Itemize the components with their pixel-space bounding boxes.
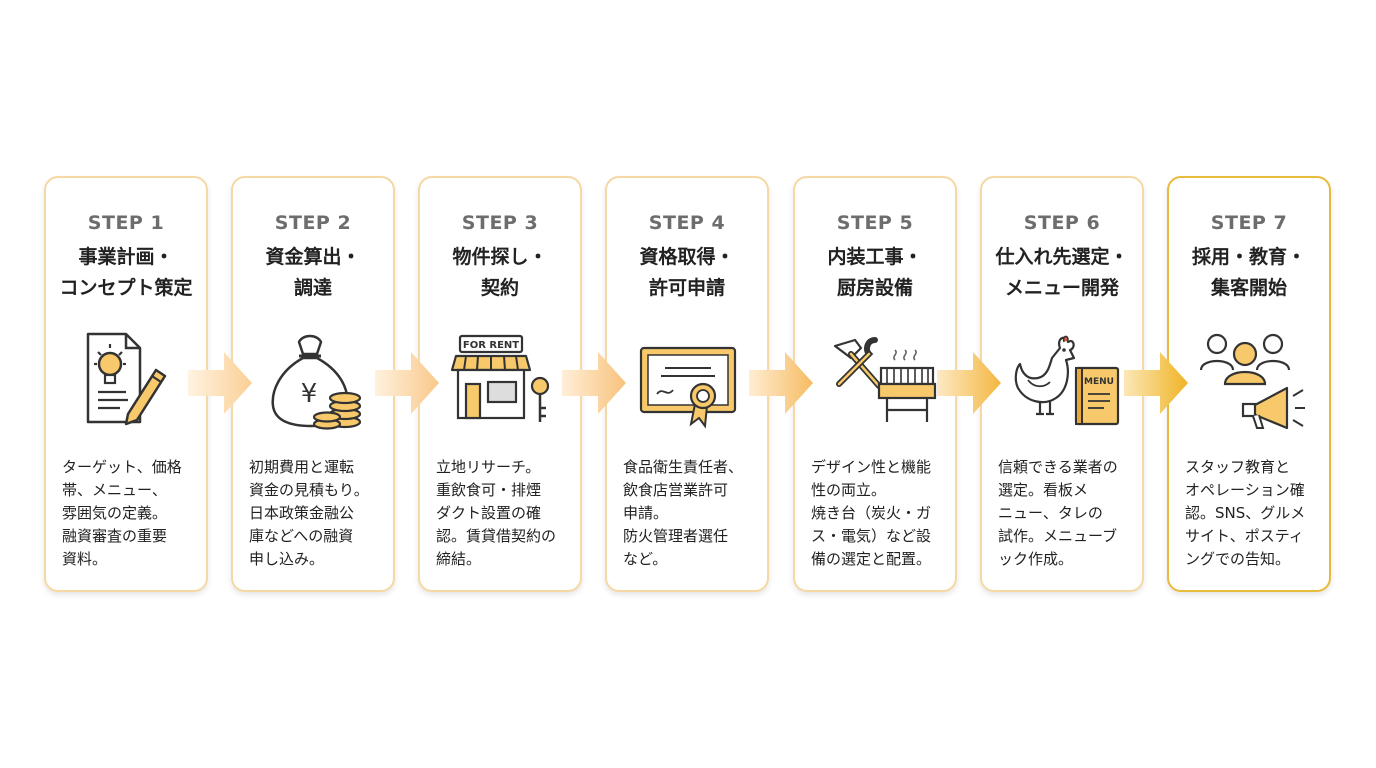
step-label: STEP 5 [836,212,914,234]
tools-grill-icon [833,337,937,422]
step-description: 初期費用と運転 資金の見積もり。 日本政策金融公 庫などへの融資 申し込み。 [249,458,369,568]
flow-arrow-3 [562,352,626,414]
step-description: 信頼できる業者の 選定。看板メ ニュー、タレの 試作。メニューブ ック作成。 [998,458,1118,568]
step-card-7: STEP 7 採用・教育・ 集客開始 スタッフ教育と オペレーション確 認。SN… [1167,176,1331,592]
for-rent-sign: FOR RENT [463,340,519,351]
flow-arrow-5 [937,352,1001,414]
step-card-5: STEP 5 内装工事・ 厨房設備 デザイン性と機能 性の両立。 焼き台（炭火・… [793,176,957,592]
step-label: STEP 7 [1210,212,1288,234]
flow-arrow-4 [749,352,813,414]
step-description: ターゲット、価格 帯、メニュー、 雰囲気の定義。 融資審査の重要 資料。 [62,458,182,568]
money-bag-icon: ¥ [271,334,362,430]
step-card-2: STEP 2 資金算出・ 調達 ¥ 初期費用と運転 資金の見積もり。 日本政策金… [231,176,395,592]
menu-book-label: MENU [1084,377,1114,387]
step-description: デザイン性と機能 性の両立。 焼き台（炭火・ガ ス・電気）など設 備の選定と配置… [811,458,932,568]
step-title: 仕入れ先選定・ メニュー開発 [995,246,1129,299]
step-card-3: STEP 3 物件探し・ 契約 FOR RENT 立地リサーチ。 重飲食可・排煙… [418,176,582,592]
step-description: 食品衛生責任者、 飲食店営業許可 申請。 防火管理者選任 など。 [623,458,744,568]
step-label: STEP 4 [648,212,726,234]
svg-text:¥: ¥ [301,379,318,409]
step-title: 事業計画・ コンセプト策定 [59,246,193,299]
flow-arrow-2 [375,352,439,414]
step-title: 採用・教育・ 集客開始 [1191,246,1306,299]
step-card-6: STEP 6 仕入れ先選定・ メニュー開発 MENU 信頼できる業者の 選定。看… [980,176,1144,592]
certificate-icon [639,346,737,429]
team-megaphone-icon [1199,333,1305,430]
step-label: STEP 6 [1023,212,1101,234]
step-title: 内装工事・ 厨房設備 [827,246,923,299]
step-description: 立地リサーチ。 重飲食可・排煙 ダクト設置の確 認。賃貸借契約の 締結。 [436,458,557,568]
store-for-rent-icon: FOR RENT [450,334,550,422]
step-title: 物件探し・ 契約 [452,246,548,299]
step-card-1: STEP 1 事業計画・ コンセプト策定 ターゲット、価格 帯、メニュー、 雰囲… [44,176,208,592]
step-title: 資格取得・ 許可申請 [639,246,735,299]
step-label: STEP 3 [461,212,539,234]
step-card-4: STEP 4 資格取得・ 許可申請 食品衛生責任者、 飲食店営業許可 申請。 防… [605,176,769,592]
chicken-menu-icon: MENU [1014,335,1120,426]
flow-arrow-6 [1124,352,1188,414]
step-label: STEP 1 [87,212,165,234]
step-title: 資金算出・ 調達 [265,246,361,299]
business-plan-icon [86,332,167,426]
flow-arrow-1 [188,352,252,414]
step-description: スタッフ教育と オペレーション確 認。SNS、グルメ サイト、ポスティ ングでの… [1185,458,1306,568]
step-label: STEP 2 [274,212,352,234]
